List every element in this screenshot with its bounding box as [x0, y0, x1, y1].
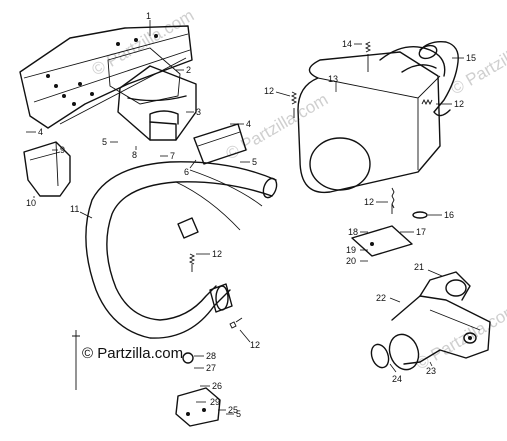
callout-12b: 12 [454, 99, 464, 109]
callout-5c: 5 [236, 409, 241, 419]
small-heat-shield [193, 123, 247, 165]
exhaust-cover [23, 141, 71, 197]
callout-26: 26 [212, 381, 222, 391]
callout-6: 6 [184, 167, 189, 177]
callout-23: 23 [426, 366, 436, 376]
muffler [297, 46, 446, 194]
callouts: 1 2 3 4 4 5 5 5 6 7 8 9 10 11 12 12 12 1… [26, 11, 476, 419]
callout-3: 3 [196, 107, 201, 117]
callout-11: 11 [70, 204, 79, 214]
callout-10: 10 [26, 198, 36, 208]
callout-24: 24 [392, 374, 402, 384]
callout-7: 7 [170, 151, 175, 161]
callout-5b: 5 [252, 157, 257, 167]
callout-22: 22 [376, 293, 386, 303]
callout-12e: 12 [250, 340, 260, 350]
hood-panel [19, 25, 193, 129]
heat-shield-bracket [117, 65, 197, 141]
muffler-outlet-elbow [418, 40, 459, 117]
callout-27: 27 [206, 363, 216, 373]
callout-18: 18 [348, 227, 358, 237]
callout-1: 1 [146, 11, 151, 21]
mounting-bracket [351, 225, 413, 257]
callout-4a: 4 [38, 127, 43, 137]
callout-14: 14 [342, 39, 352, 49]
callout-12d: 12 [212, 249, 222, 259]
callout-29: 29 [210, 397, 220, 407]
callout-25: 25 [228, 405, 238, 415]
watermark-3: © Partzilla.com [413, 300, 507, 374]
watermark-1: © Partzilla.com [89, 6, 198, 80]
callout-20: 20 [346, 256, 356, 266]
callout-15: 15 [466, 53, 476, 63]
lower-mount [72, 330, 221, 427]
callout-12a: 12 [264, 86, 274, 96]
callout-21: 21 [414, 262, 424, 272]
callout-16: 16 [444, 210, 454, 220]
callout-9: 9 [60, 145, 65, 155]
exhaust-manifold [388, 271, 491, 371]
springs [188, 41, 433, 329]
callout-12c: 12 [364, 197, 374, 207]
callout-17: 17 [416, 227, 426, 237]
callout-13: 13 [328, 74, 338, 84]
callout-5a: 5 [102, 137, 107, 147]
watermark-4: © Partzilla.com [448, 25, 507, 99]
callout-4b: 4 [246, 119, 251, 129]
callout-8: 8 [132, 150, 137, 160]
callout-28: 28 [206, 351, 216, 361]
expansion-chamber-pipe [85, 161, 278, 339]
callout-2: 2 [186, 65, 191, 75]
gasket-ring [370, 343, 390, 369]
callout-19: 19 [346, 245, 356, 255]
copyright-notice: © Partzilla.com [82, 345, 183, 362]
